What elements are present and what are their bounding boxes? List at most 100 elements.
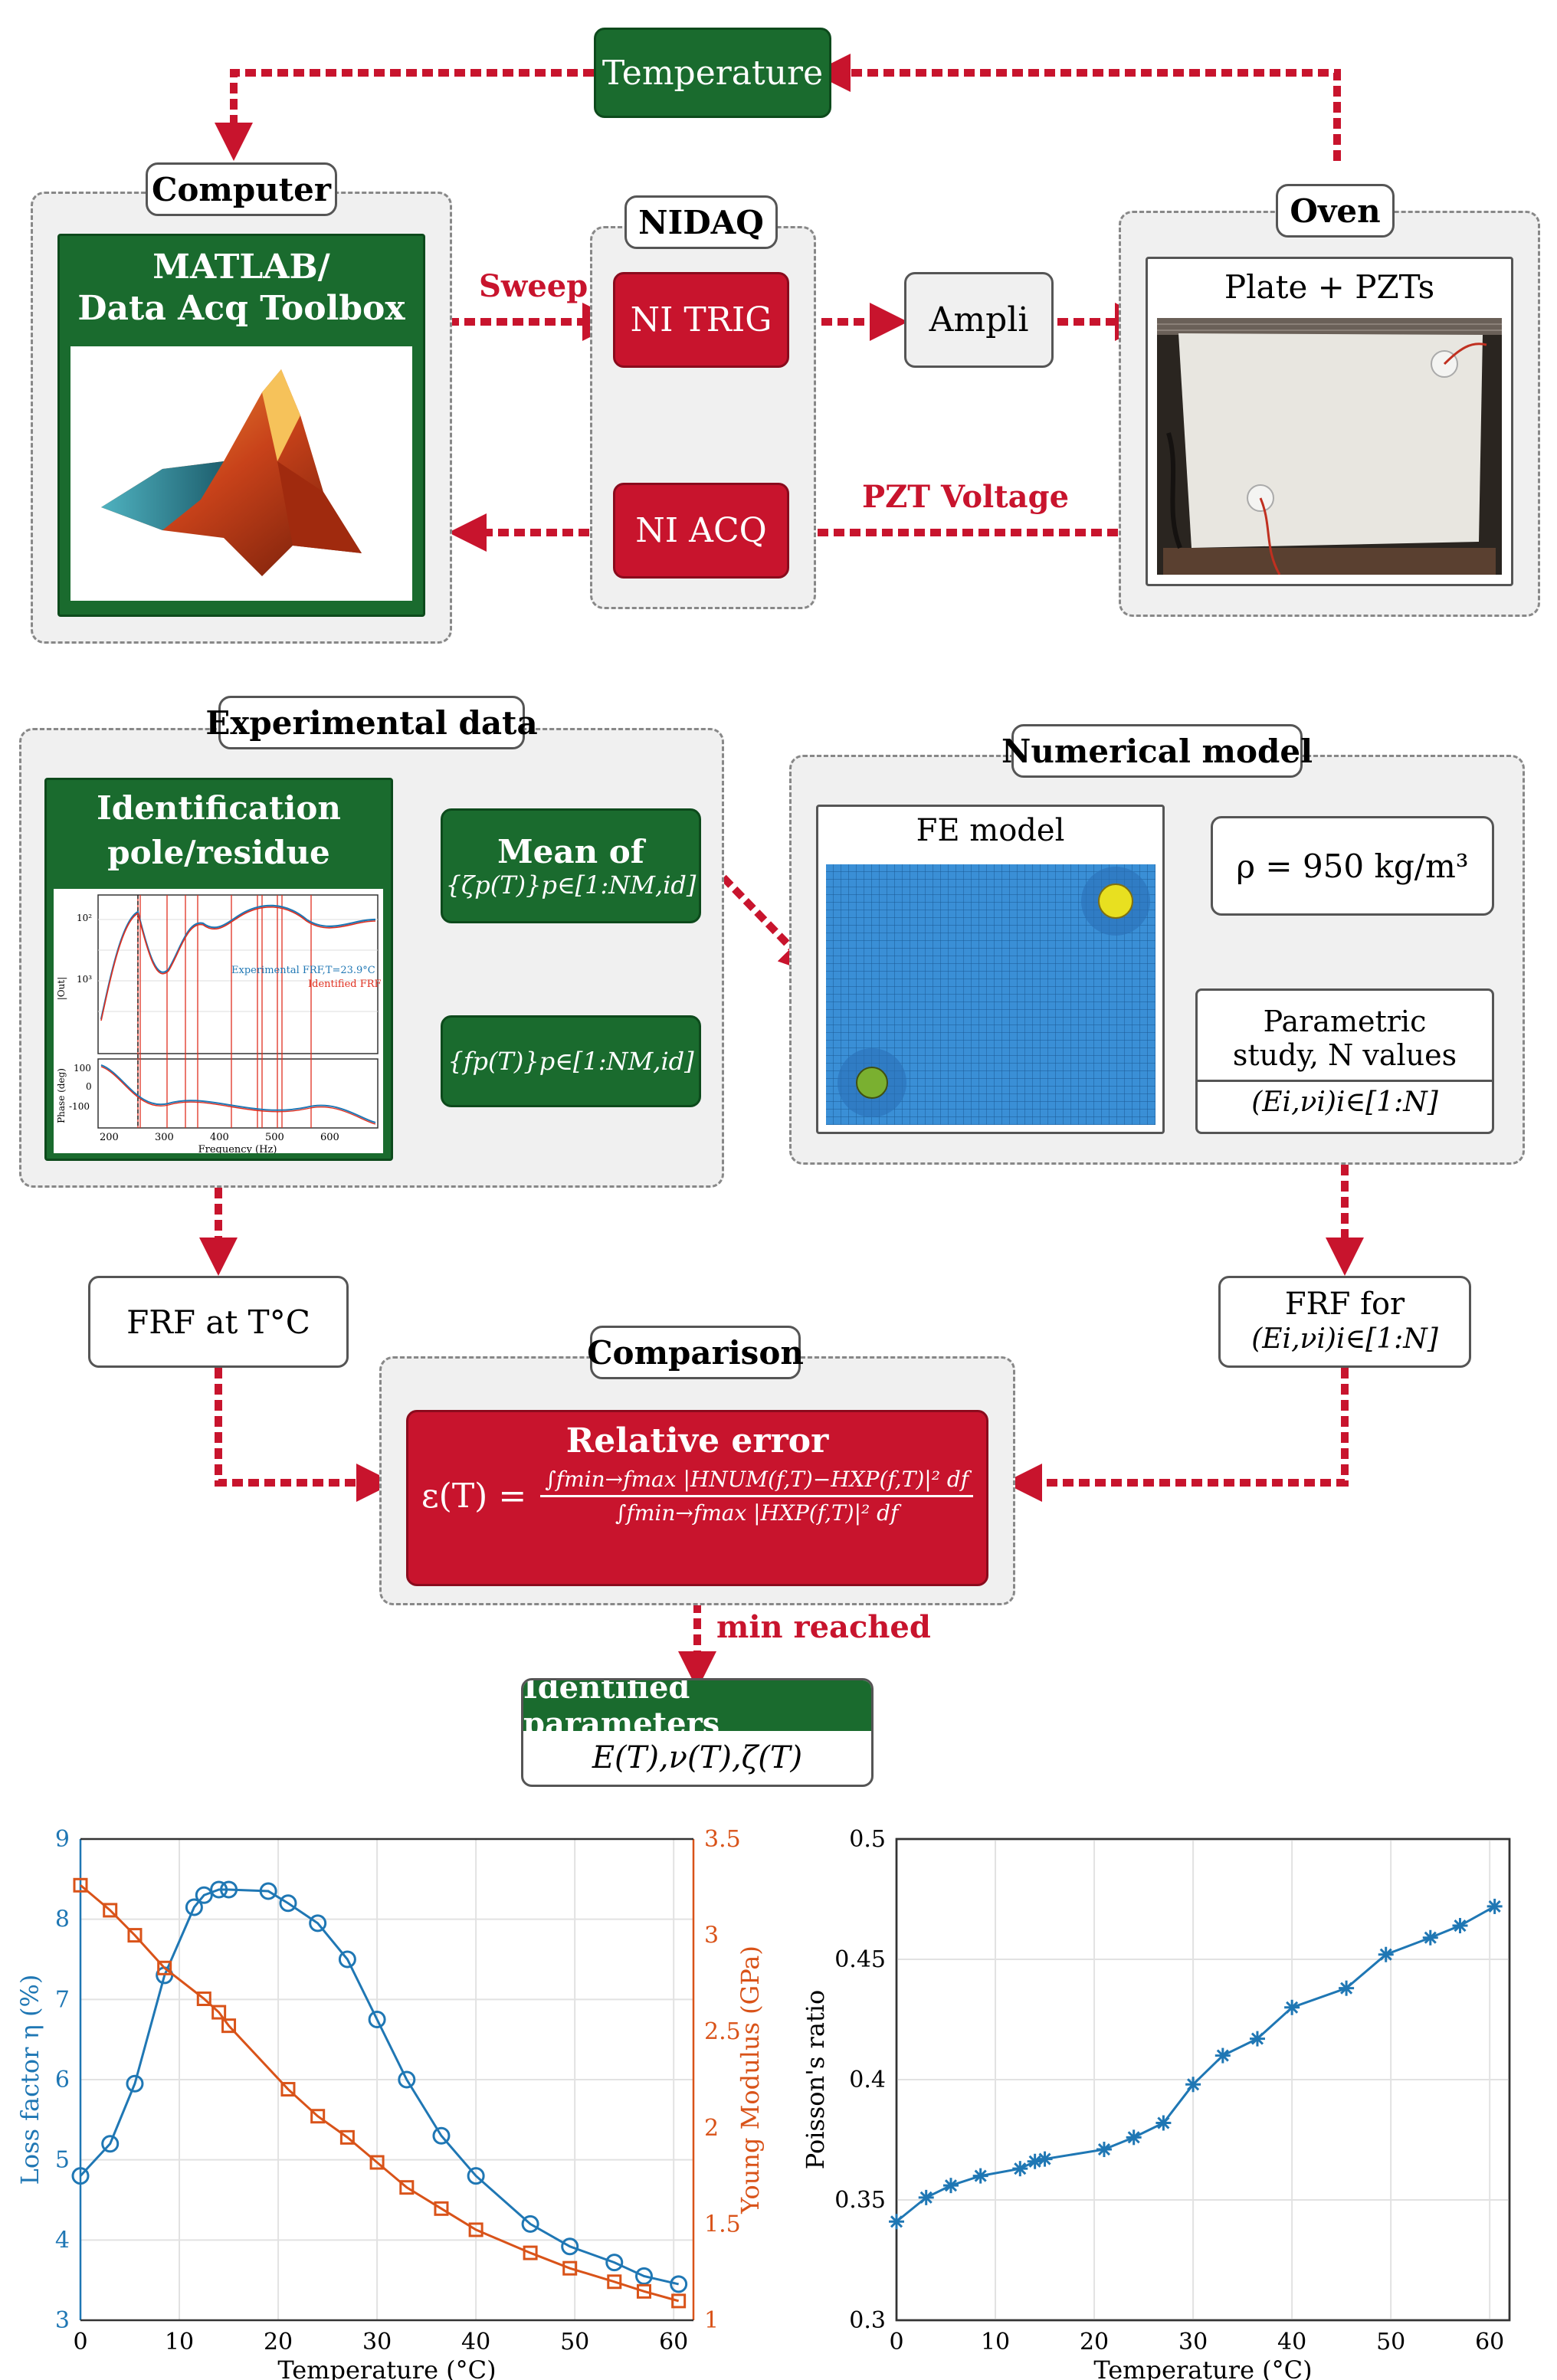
chart2-ylabel: Poisson's ratio — [801, 1990, 830, 2170]
chart1-young-point-9 — [339, 2129, 355, 2145]
ni-trig-label: NI TRIG — [630, 300, 772, 339]
chart1-loss-point-6 — [210, 1880, 228, 1899]
chart1-young-point-17 — [636, 2283, 651, 2299]
chart1-ytick-right-2: 2 — [704, 2115, 719, 2142]
chart2-poisson-point-14 — [1339, 1980, 1355, 1996]
identified-title: Identified parameters — [523, 1680, 871, 1742]
temperature-box: Temperature — [594, 28, 831, 118]
chart1-xtick-4: 40 — [461, 2329, 490, 2355]
frf-legend-id: Identified FRF — [308, 979, 382, 990]
rho-box: ρ = 950 kg/m³ — [1211, 816, 1494, 916]
chart1-xtick-5: 50 — [560, 2329, 589, 2355]
arrow-frfat-to-error — [215, 1368, 395, 1502]
chart1-loss-point-19 — [634, 2267, 653, 2285]
matlab-line1: MATLAB/ — [152, 248, 330, 287]
relative-error-label: Relative error — [565, 1421, 829, 1460]
chart2-xtick-0: 0 — [889, 2329, 903, 2355]
chart2-poisson-point-1 — [918, 2189, 934, 2205]
chart1-ytick-right-0: 1 — [704, 2307, 719, 2334]
chart1-loss-point-5 — [195, 1886, 213, 1904]
chart2-poisson-point-2 — [942, 2178, 959, 2194]
chart1-young-point-6 — [221, 2018, 237, 2034]
chart1-ylabel-right: Young Modulus (GPa) — [736, 1946, 765, 2214]
chart2-frame — [895, 1837, 1511, 2322]
param-divider — [1198, 1080, 1492, 1082]
chart1-loss-point-9 — [279, 1894, 297, 1913]
frf-at-box: FRF at T°C — [88, 1276, 349, 1368]
param-set: (Ei,νi)i∈[1:N] — [1251, 1087, 1438, 1118]
chart1-ytick-right-3: 2.5 — [704, 2018, 741, 2045]
nidaq-title: NIDAQ — [624, 195, 778, 249]
chart1-young-point-11 — [399, 2180, 415, 2195]
frf-plot-svg: Experimental FRF,T=23.9°C Identified FRF… — [56, 894, 382, 1156]
chart1-young-point-0 — [73, 1877, 88, 1893]
chart1-young-point-8 — [310, 2109, 326, 2124]
frf-ytick-top-0: 10² — [77, 913, 92, 923]
frf-for-line1: FRF for — [1284, 1287, 1405, 1322]
chart1-ytick-left-4: 7 — [55, 1986, 70, 2013]
frf-xlabel: Frequency (Hz) — [198, 1144, 277, 1153]
matlab-line2: Data Acq Toolbox — [77, 289, 405, 328]
frf-ylabel-top: |Out| — [56, 977, 67, 1000]
rho-value: ρ = 950 kg/m³ — [1236, 847, 1469, 885]
chart2-poisson-point-17 — [1452, 1918, 1468, 1934]
frf-for-line2: (Ei,νi)i∈[1:N] — [1251, 1323, 1438, 1355]
chart1-ytick-right-4: 3 — [704, 1923, 719, 1949]
chart1-loss-point-2 — [126, 2074, 144, 2093]
chart2-poisson-point-5 — [1027, 2153, 1043, 2169]
chart1-loss-point-16 — [521, 2214, 539, 2233]
plate-photo-image — [1157, 318, 1502, 575]
chart2-xtick-4: 40 — [1277, 2329, 1306, 2355]
arrow-oven-to-temperature — [812, 54, 1341, 161]
chart1-loss-point-7 — [220, 1880, 238, 1899]
relative-error-formula: ε(T) = ∫fmin→fmax |HNUM(f,T)−HXP(f,T)|² … — [421, 1467, 974, 1526]
ampli-box: Ampli — [904, 272, 1054, 368]
formula-denominator: ∫fmin→fmax |HXP(f,T)|² df — [615, 1500, 899, 1526]
chart1-xtick-2: 20 — [264, 2329, 293, 2355]
chart1-young-point-1 — [103, 1903, 118, 1918]
chart2-poisson-point-13 — [1284, 1999, 1300, 2015]
fe-mesh — [826, 864, 1155, 1125]
frf-plot: Experimental FRF,T=23.9°C Identified FRF… — [54, 889, 383, 1156]
chart1-young-point-14 — [523, 2245, 538, 2260]
fe-model-label: FE model — [916, 813, 1065, 848]
frf-xtick-4: 600 — [320, 1132, 339, 1143]
chart2-ytick-2: 0.4 — [849, 2067, 886, 2093]
chart1-loss-point-10 — [309, 1914, 327, 1933]
chart2-ytick-3: 0.45 — [834, 1946, 886, 1973]
chart1-young-point-5 — [211, 2005, 227, 2020]
chart1-young-point-3 — [157, 1960, 172, 1975]
arrow-temperature-to-computer — [215, 69, 594, 161]
frf-ylabel-bottom: Phase (deg) — [56, 1068, 67, 1123]
chart2-ytick-0: 0.3 — [849, 2307, 886, 2334]
chart1-young-point-10 — [369, 2155, 385, 2170]
chart1-young-point-2 — [127, 1928, 143, 1943]
chart1-xtick-1: 10 — [165, 2329, 194, 2355]
arrow-frffor-to-error — [1004, 1368, 1349, 1502]
chart1-ytick-left-3: 6 — [55, 2067, 70, 2093]
formula-numerator: ∫fmin→fmax |HNUM(f,T)−HXP(f,T)|² df — [540, 1467, 974, 1497]
chart1-loss-point-0 — [71, 2167, 90, 2185]
chart2-xtick-5: 50 — [1376, 2329, 1405, 2355]
ni-acq-label: NI ACQ — [635, 511, 767, 550]
chart2-poisson-point-3 — [972, 2168, 988, 2184]
chart1-young-point-13 — [468, 2222, 483, 2237]
ni-trig-box: NI TRIG — [613, 272, 789, 368]
chart2-poisson-point-16 — [1422, 1929, 1438, 1946]
chart1-ytick-left-5: 8 — [55, 1906, 70, 1933]
plate-label: Plate + PZTs — [1224, 268, 1435, 306]
chart1-loss-point-14 — [432, 2126, 451, 2145]
mean-of-box: Mean of {ζp(T)}p∈[1:NM,id] — [441, 808, 701, 923]
chart2-ytick-1: 0.35 — [834, 2187, 886, 2214]
chart1-loss-point-12 — [368, 2011, 386, 2028]
frf-xtick-2: 400 — [210, 1132, 229, 1143]
sweep-label: Sweep — [479, 268, 588, 304]
min-reached-label: min reached — [716, 1609, 931, 1645]
fe-mesh-svg — [826, 864, 1155, 1125]
chart1-young-point-4 — [196, 1991, 211, 2006]
chart2-xtick-6: 60 — [1475, 2329, 1504, 2355]
frf-at-label: FRF at T°C — [126, 1303, 310, 1341]
chart1-loss-point-15 — [467, 2167, 485, 2185]
